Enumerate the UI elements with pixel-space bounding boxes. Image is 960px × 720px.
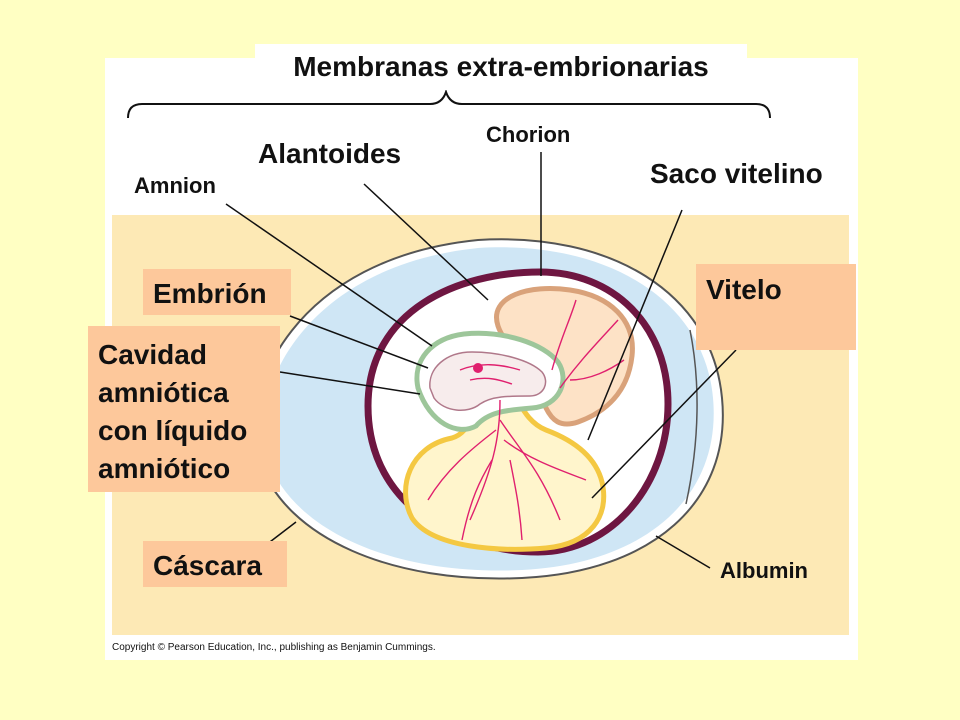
box-cavidad-line4: amniótico: [98, 453, 231, 484]
box-cavidad-line3: con líquido: [98, 415, 248, 446]
label-alantoides: Alantoides: [258, 138, 402, 169]
box-cavidad-line1: Cavidad: [98, 339, 207, 370]
label-saco-vitelino: Saco vitelino: [650, 158, 823, 189]
membranes-brace: [127, 88, 771, 119]
box-embrion-text: Embrión: [153, 278, 267, 309]
shell-membrane: [685, 329, 698, 505]
embryo-heart: [473, 363, 483, 373]
blood-vessels: [427, 299, 625, 541]
box-cavidad-line2: amniótica: [98, 377, 229, 408]
box-cascara-text: Cáscara: [153, 550, 262, 581]
box-cascara: Cáscara: [143, 541, 287, 587]
label-albumin: Albumin: [720, 558, 808, 583]
leader-lines: [225, 152, 737, 569]
copyright-notice: Copyright © Pearson Education, Inc., pub…: [112, 642, 436, 653]
yolk-sac: [403, 389, 607, 552]
embryo: [429, 351, 547, 411]
box-vitelo: Vitelo: [696, 264, 856, 350]
label-chorion: Chorion: [486, 122, 571, 147]
label-amnion: Amnion: [134, 173, 216, 198]
page-title: Membranas extra-embrionarias: [255, 44, 747, 90]
box-cavidad: Cavidad amniótica con líquido amniótico: [88, 326, 280, 492]
box-embrion: Embrión: [143, 269, 291, 315]
box-vitelo-text: Vitelo: [706, 274, 782, 305]
